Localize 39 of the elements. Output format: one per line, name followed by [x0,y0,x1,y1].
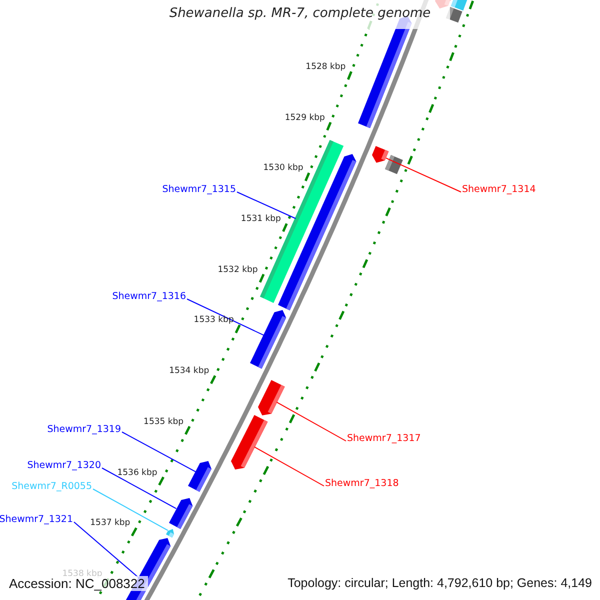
feature-block [450,0,468,10]
gene-label: Shewmr7_1321 [0,514,73,526]
gene-feature [168,498,192,529]
scale-label: 1528 kbp [306,62,346,72]
leader-line [74,522,140,578]
leader-line [186,298,264,336]
leader-line [386,158,462,192]
feature-block [384,155,402,174]
gene-feature [230,414,268,470]
accession-text: Accession: NC_008322 [6,576,148,591]
scale-label: 1532 kbp [218,264,258,275]
gene-label: Shewmr7_1317 [347,433,421,445]
gene-feature [166,528,174,538]
gene-label: Shewmr7_1316 [112,291,186,303]
gene-label: Shewmr7_1318 [325,478,399,490]
leader-line [276,402,346,442]
scale-label: 1536 kbp [117,468,158,478]
gene-label: Shewmr7_1315 [162,184,236,196]
gene-label: Shewmr7_1319 [47,424,121,436]
scale-label: 1535 kbp [144,416,184,427]
gene-label: Shewmr7_R0055 [12,481,92,493]
leader-line [236,192,296,219]
scale-label: 1533 kbp [194,315,234,326]
scale-label: 1529 kbp [284,112,325,123]
gene-label: Shewmr7_1320 [27,460,101,472]
gene-label: Shewmr7_1314 [462,184,536,196]
leader-line [102,468,177,510]
leader-line [92,488,168,531]
scale-label: 1531 kbp [240,214,281,224]
gene-feature [250,310,286,369]
leader-line [122,432,196,472]
scale-label: 1537 kbp [90,518,130,528]
gene-feature [188,460,212,492]
scale-label: 1530 kbp [263,163,304,174]
gene-feature [372,146,389,162]
leader-line [254,446,324,486]
scale-label: 1534 kbp [169,366,210,376]
gene-feature [258,380,285,415]
genome-summary: Topology: circular; Length: 4,792,610 bp; Genes: 4,149 [288,576,592,591]
